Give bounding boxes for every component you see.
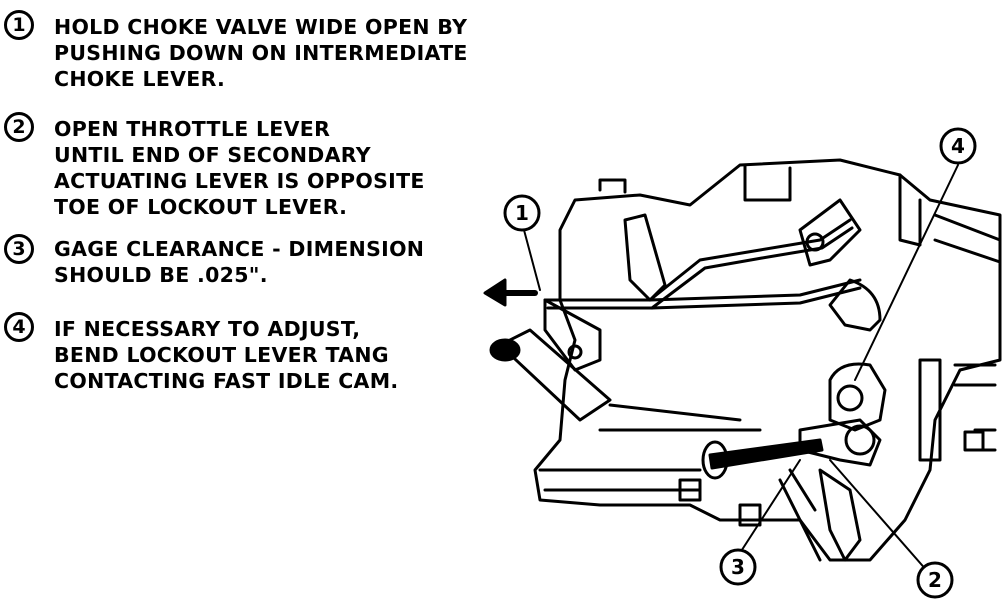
step-4-number: 4 — [4, 312, 34, 342]
step-2-number: 2 — [4, 112, 34, 142]
step-4-text: IF NECESSARY TO ADJUST, BEND LOCKOUT LEV… — [54, 316, 399, 394]
right-bracket — [953, 363, 997, 452]
callout-2-leader — [829, 459, 929, 573]
upper-bracket — [898, 173, 1002, 264]
step-1-number: 1 — [4, 10, 34, 40]
upper-cam-pivot — [805, 232, 825, 252]
gauge-tool — [708, 438, 824, 470]
step-3-line-1: GAGE CLEARANCE - DIMENSION — [54, 237, 425, 261]
carburetor-drawing: 1 4 3 2 — [483, 127, 1002, 599]
callout-2-circle — [916, 561, 954, 599]
lever-pivot — [567, 344, 583, 360]
arrow-indicator — [483, 278, 507, 307]
step-2-line-4: TOE OF LOCKOUT LEVER. — [54, 195, 348, 219]
step-1-text: HOLD CHOKE VALVE WIDE OPEN BY PUSHING DO… — [54, 14, 468, 92]
step-1-line-2: PUSHING DOWN ON INTERMEDIATE — [54, 41, 468, 65]
fast-idle-cam — [828, 362, 887, 432]
intermediate-choke-lever — [543, 298, 602, 372]
left-rod-end — [489, 338, 521, 362]
callout-4-label: 4 — [951, 134, 965, 158]
carburetor-body — [533, 158, 1002, 562]
callout-3-label: 3 — [731, 555, 745, 579]
step-2-line-3: ACTUATING LEVER IS OPPOSITE — [54, 169, 425, 193]
choke-link-rod — [543, 278, 862, 310]
step-1-line-3: CHOKE LEVER. — [54, 67, 226, 91]
step-4-line-1: IF NECESSARY TO ADJUST, — [54, 317, 361, 341]
callout-2-label: 2 — [928, 568, 942, 592]
step-2-line-2: UNTIL END OF SECONDARY — [54, 143, 371, 167]
throttle-pivot — [844, 424, 876, 456]
callout-1-leader — [523, 229, 541, 291]
step-3-number: 3 — [4, 234, 34, 264]
lower-arm — [778, 468, 822, 562]
air-horn-top — [598, 163, 792, 202]
upper-link-rod — [648, 218, 854, 310]
step-3-line-2: SHOULD BE .025". — [54, 263, 268, 287]
right-bolt — [918, 358, 942, 462]
upper-lever — [623, 213, 667, 302]
step-4-line-2: BEND LOCKOUT LEVER TANG — [54, 343, 389, 367]
instruction-steps: 1 HOLD CHOKE VALVE WIDE OPEN BY PUSHING … — [0, 0, 520, 420]
callout-3-circle — [719, 548, 757, 586]
cam-pivot — [836, 384, 864, 412]
lockout-lever — [828, 278, 882, 332]
bottom-screw — [678, 478, 762, 527]
step-3-text: GAGE CLEARANCE - DIMENSION SHOULD BE .02… — [54, 236, 424, 288]
callout-1-circle — [503, 194, 541, 232]
callout-4-circle — [939, 127, 977, 165]
callout-4-leader — [854, 164, 959, 381]
secondary-actuating-lever — [818, 468, 862, 562]
gauge-tool-end — [701, 440, 729, 480]
upper-cam — [798, 198, 862, 267]
step-4-line-3: CONTACTING FAST IDLE CAM. — [54, 369, 399, 393]
right-nut — [963, 430, 985, 452]
step-2-line-1: OPEN THROTTLE LEVER — [54, 117, 331, 141]
step-1-line-1: HOLD CHOKE VALVE WIDE OPEN BY — [54, 15, 468, 39]
left-rod — [498, 328, 612, 422]
callout-3-leader — [737, 459, 801, 557]
step-2-text: OPEN THROTTLE LEVER UNTIL END OF SECONDA… — [54, 116, 425, 220]
base-flange — [538, 403, 762, 492]
callout-1-label: 1 — [515, 201, 529, 225]
